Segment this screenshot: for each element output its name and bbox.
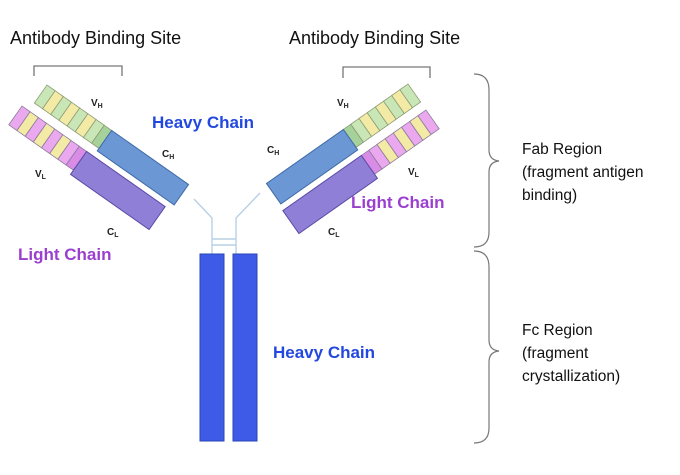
left-light-chain	[8, 105, 166, 231]
right-vh-label: VH	[337, 98, 349, 110]
fc-region-line-1: Fc Region	[522, 322, 593, 339]
left-heavy-chain	[33, 84, 190, 206]
binding-site-bracket-right	[342, 66, 431, 78]
left-cl-label: CL	[107, 227, 119, 239]
light-chain-label-right: Light Chain	[351, 193, 444, 212]
binding-site-label-right: Antibody Binding Site	[289, 28, 460, 48]
left-vh-domain	[33, 84, 113, 149]
left-ch-domain	[96, 129, 190, 206]
light-chain-label-left: Light Chain	[18, 245, 111, 264]
fc-region-line-3: crystallization)	[522, 368, 620, 385]
binding-site-bracket-left	[33, 65, 123, 76]
right-light-chain	[282, 109, 440, 235]
left-vl-label: VL	[35, 169, 47, 181]
fab-region-line-1: Fab Region	[522, 141, 602, 158]
right-ch-domain	[265, 128, 359, 205]
fab-region-line-2: (fragment antigen	[522, 164, 644, 181]
fc-heavy-chain-left	[199, 253, 225, 442]
fc-region-line-2: (fragment	[522, 345, 589, 362]
fc-region-bracket	[473, 250, 500, 444]
left-vh-label: VH	[91, 98, 103, 110]
left-cl-domain	[69, 150, 166, 231]
fab-region-line-3: binding)	[522, 187, 577, 204]
fc-region-label: Fc Region (fragment crystallization)	[522, 322, 620, 385]
left-vl-domain	[8, 105, 88, 171]
right-cl-domain	[282, 154, 379, 235]
binding-site-label-left: Antibody Binding Site	[10, 28, 181, 48]
fab-region-bracket	[473, 73, 500, 248]
right-vh-domain	[342, 83, 422, 148]
right-heavy-chain	[265, 83, 422, 205]
heavy-chain-label-bottom: Heavy Chain	[273, 343, 375, 362]
right-cl-label: CL	[328, 227, 340, 239]
heavy-chain-label-top: Heavy Chain	[152, 113, 254, 132]
left-ch-label: CH	[162, 149, 174, 161]
fab-region-label: Fab Region (fragment antigen binding)	[522, 141, 648, 204]
fc-heavy-chain-right	[232, 253, 258, 442]
right-ch-label: CH	[267, 145, 279, 157]
right-vl-domain	[360, 109, 440, 175]
right-vl-label: VL	[408, 167, 420, 179]
hinge-region	[193, 192, 261, 254]
